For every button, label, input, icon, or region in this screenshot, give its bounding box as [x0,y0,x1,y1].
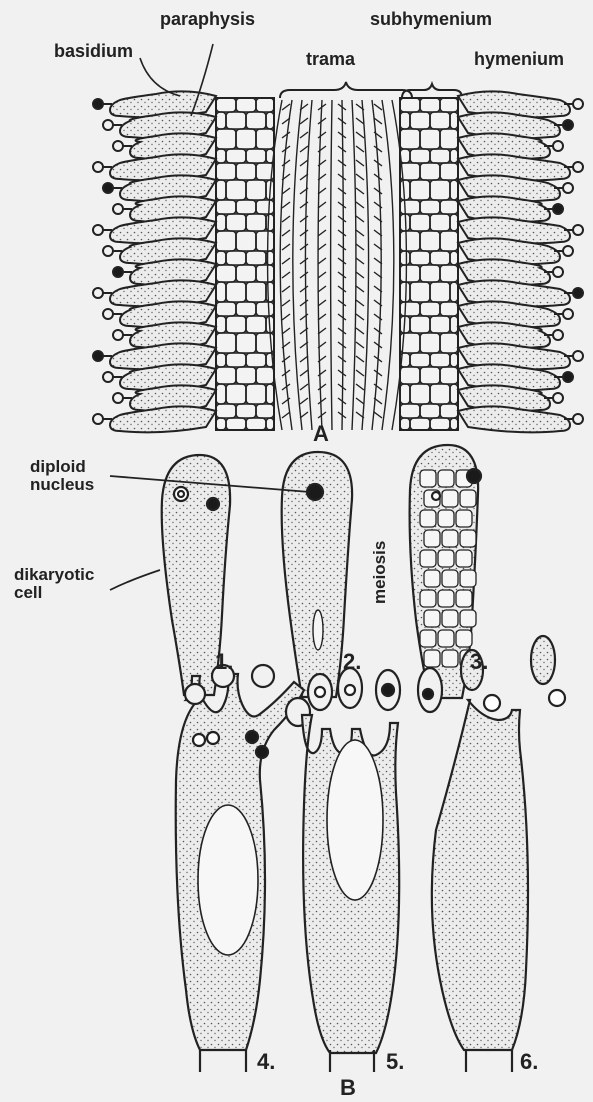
stage-4-basidium [176,665,310,1072]
stage-5-basidium [302,668,442,1072]
stage-2-cell [282,452,352,697]
hymenium-label: hymenium [474,50,564,69]
basidia-right [458,91,583,432]
diploid-nucleus-label: diploid nucleus [30,458,94,494]
panel-a-label: A [313,422,329,445]
basidium-leader [140,58,180,96]
trama-brace [280,82,412,98]
basidia-left [93,91,216,432]
hymenium-section [93,44,583,432]
stage-2-label: 2. [343,650,361,673]
stage-3-label: 3. [470,650,488,673]
meiosis-label: meiosis [371,541,389,604]
dikaryotic-cell-leader [110,570,160,590]
stage-4-label: 4. [257,1050,275,1073]
subhymenium-label: subhymenium [370,10,492,29]
nucleus [207,498,219,510]
paraphysis-label: paraphysis [160,10,255,29]
dikaryotic-cell-label: dikaryotic cell [14,566,94,602]
trama-hyphae [268,100,407,430]
stage-1-label: 1. [215,650,233,673]
trama-label: trama [306,50,355,69]
basidium-label: basidium [54,42,133,61]
stage-6-label: 6. [520,1050,538,1073]
subhymenium-right [400,98,458,430]
panel-b-label: B [340,1076,356,1099]
subhymenium-left [216,98,274,430]
nucleus [174,487,188,501]
stage-5-label: 5. [386,1050,404,1073]
stage-6-basidium [432,636,565,1072]
